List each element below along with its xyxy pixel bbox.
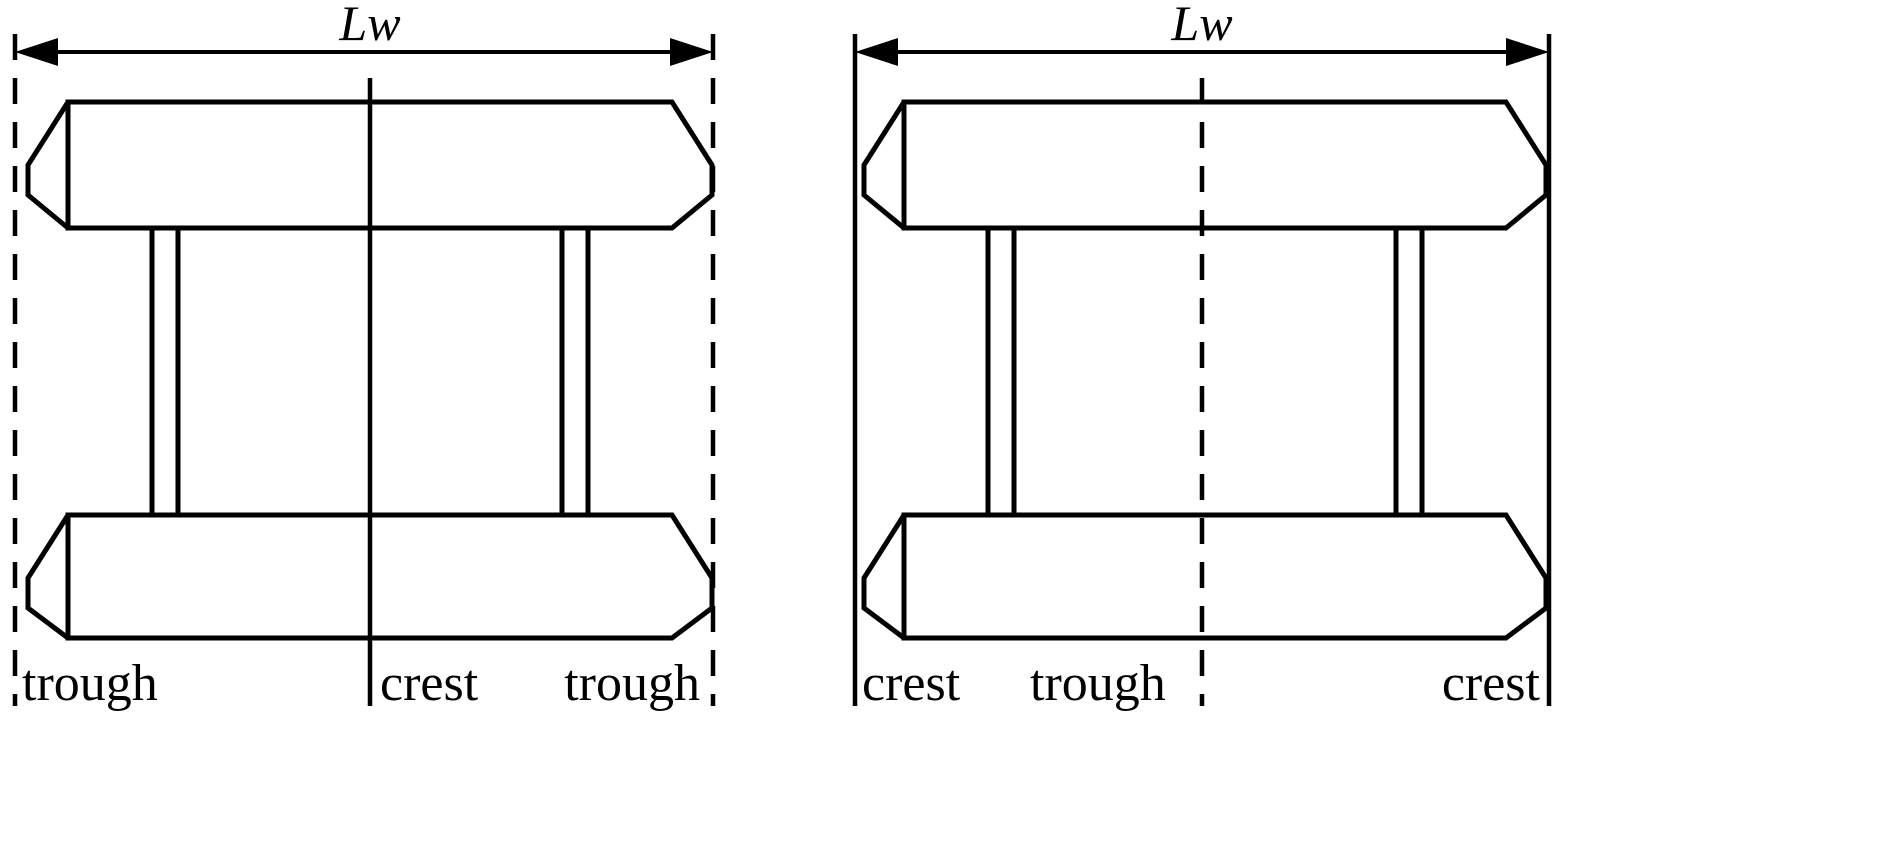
web-right [559,228,591,515]
label-center-trough: trough [1030,655,1166,712]
arrow-head-left [855,38,898,66]
lower-flange-left-apex [25,513,71,640]
label-center-crest: crest [380,655,479,712]
arrow-head-right [670,38,713,66]
dimension-line-right [855,38,1549,66]
upper-flange-outline [901,99,1549,231]
label-right-trough: trough [564,655,700,712]
lower-flange-outline [65,512,715,641]
upper-flange-left-apex [25,100,71,230]
panel-left: Lw trough crest t [12,0,716,712]
dimension-label-lw-left: Lw [338,0,400,51]
label-left-crest: crest [862,655,961,712]
upper-flange-outline [65,99,715,231]
lower-flange-outline [901,512,1549,641]
dimension-line-left [15,38,713,66]
web-left [149,228,181,515]
label-left-trough: trough [22,655,158,712]
panel-right: Lw crest trough crest [852,0,1552,712]
arrow-head-right [1506,38,1549,66]
web-left [985,228,1017,515]
web-right [1393,228,1425,515]
arrow-head-left [15,38,58,66]
dimension-label-lw-right: Lw [1170,0,1232,51]
label-right-crest: crest [1442,655,1541,712]
upper-flange-left-apex [861,100,907,230]
lower-flange-left-apex [861,513,907,640]
